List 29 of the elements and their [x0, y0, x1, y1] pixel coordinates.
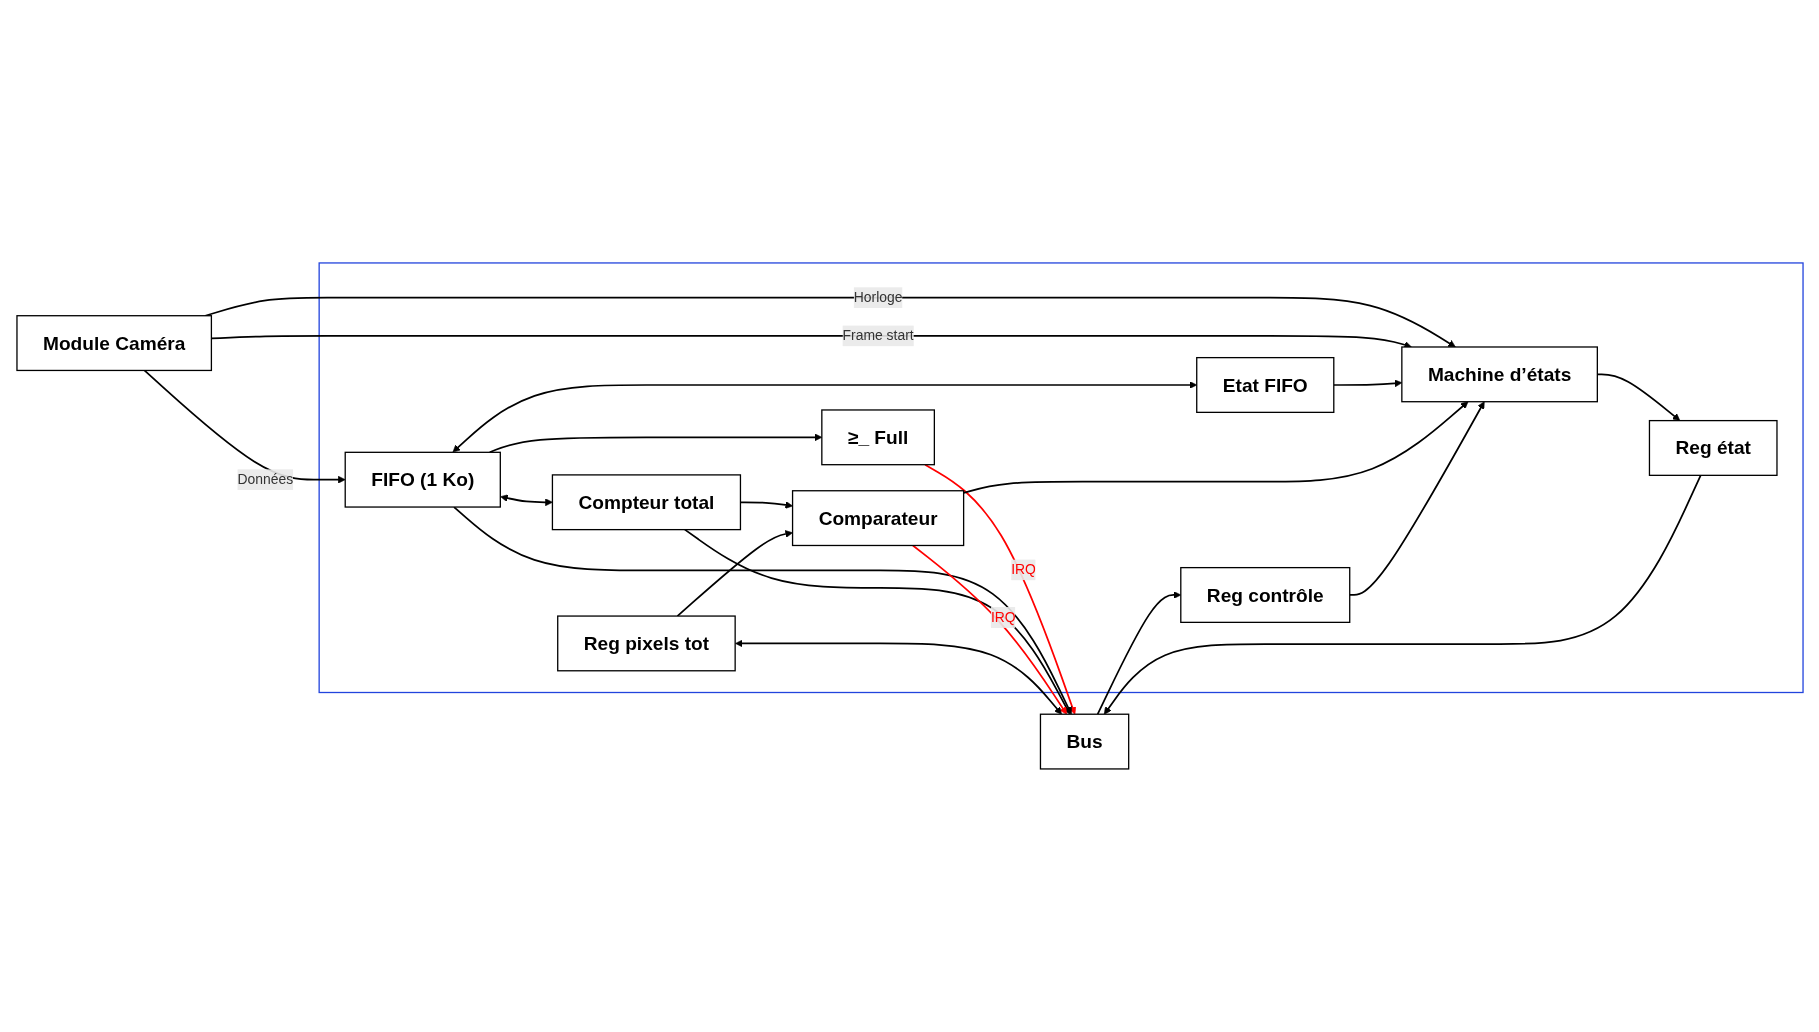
arrow — [1096, 591, 1181, 716]
edge-label: IRQ — [1010, 562, 1036, 577]
arrow — [676, 530, 793, 617]
node-box: Reg pixels tot — [556, 615, 736, 672]
edge-label: Frame start — [842, 328, 914, 343]
arrow — [739, 501, 793, 509]
node-box: Etat FIFO — [1195, 357, 1334, 414]
node-box: Bus — [1039, 713, 1129, 770]
arrow — [683, 528, 1070, 715]
arrow — [210, 335, 1412, 349]
node-box: Compteur total — [551, 474, 741, 531]
node-box: Comparateur — [791, 490, 964, 547]
node-box: Reg contrôle — [1179, 567, 1350, 624]
edge-label: Horloge — [853, 289, 902, 305]
node-box: FIFO (1 Ko) — [344, 451, 501, 508]
arrow — [1103, 474, 1702, 715]
node-box: Reg état — [1648, 420, 1778, 477]
arrow — [452, 381, 1197, 453]
node-box: Module Caméra — [15, 315, 212, 372]
node-box: Machine d’états — [1400, 346, 1598, 403]
edge-label: IRQ — [990, 609, 1016, 625]
cluster — [318, 262, 1804, 694]
arrow — [923, 463, 1076, 715]
arrow — [488, 433, 822, 454]
arrow — [452, 506, 1072, 715]
arrow — [734, 639, 1062, 715]
arrow — [911, 544, 1067, 715]
node-box: ≥_ Full — [820, 409, 935, 466]
edge-label: Données — [236, 471, 293, 487]
